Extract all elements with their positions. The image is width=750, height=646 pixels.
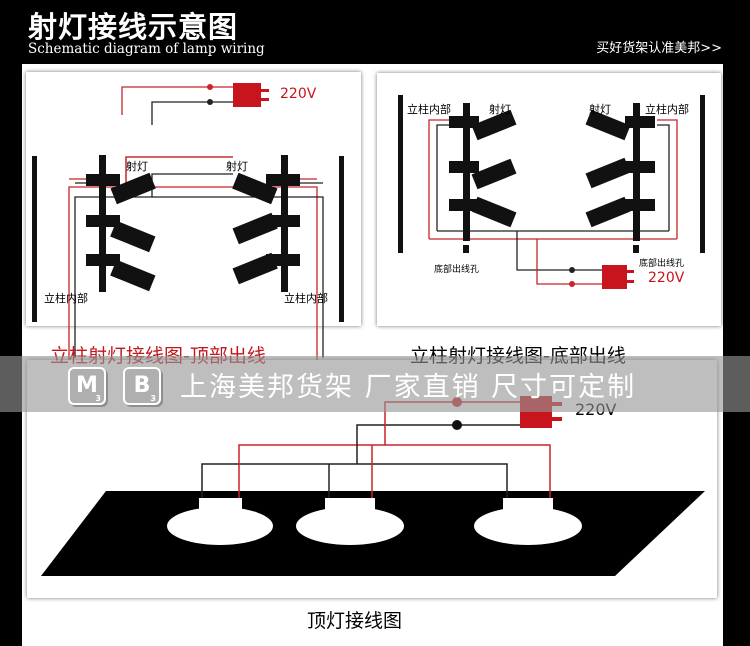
plug-prong xyxy=(627,280,634,283)
black-wire xyxy=(201,463,508,500)
power-plug xyxy=(602,265,627,289)
bottom-exit-diagram: 立柱内部 射灯 射灯 立柱内部 底部出线孔 底部出线孔 220V xyxy=(377,73,721,326)
lamp-head xyxy=(585,157,631,189)
lamp-mount xyxy=(449,116,479,128)
black-wire xyxy=(152,196,324,358)
lamp-head xyxy=(232,252,278,285)
lamp-mount xyxy=(449,161,479,173)
voltage-label: 220V xyxy=(280,86,317,102)
banner-text: 上海美邦货架 厂家直销 尺寸可定制 xyxy=(180,372,637,403)
lamp-mount xyxy=(266,174,300,186)
lamp-head xyxy=(110,172,156,205)
logo-letter: M xyxy=(76,373,98,398)
top-exit-wiring xyxy=(32,83,344,364)
wire-hole xyxy=(633,245,639,253)
black-wire xyxy=(436,124,449,231)
black-wire xyxy=(151,101,233,125)
black-wire xyxy=(516,231,602,271)
plug-prong xyxy=(627,270,634,273)
logo-subscript: 3 xyxy=(150,394,156,403)
ceiling-light xyxy=(296,498,404,545)
caption-ceiling-light: 顶灯接线图 xyxy=(307,610,403,632)
junction-dot xyxy=(569,267,575,273)
page-title: 射灯接线示意图 xyxy=(28,10,239,44)
lamp-mount xyxy=(449,199,479,211)
shop-link[interactable]: 买好货架认准美邦>> xyxy=(596,41,722,56)
lamp-mount xyxy=(625,116,655,128)
plug-prong xyxy=(261,98,269,101)
column-label: 立柱内部 xyxy=(645,103,689,116)
lamp-head xyxy=(471,196,517,228)
red-wire xyxy=(121,86,233,115)
lamp-mount xyxy=(625,199,655,211)
lamp-head xyxy=(110,220,156,253)
ceiling-light xyxy=(167,498,273,545)
column-left xyxy=(32,156,37,322)
brand-banner: M 3 B 3 上海美邦货架 厂家直销 尺寸可定制 xyxy=(0,356,750,412)
plug-prong xyxy=(261,89,269,92)
lamp-head xyxy=(585,196,631,228)
wire-hole xyxy=(463,245,469,253)
lamp-mount xyxy=(86,215,120,227)
red-wire xyxy=(657,119,678,239)
black-wire xyxy=(356,424,520,464)
ceiling-light-diagram: 220V xyxy=(27,360,717,598)
ceiling-light-wiring xyxy=(41,396,705,576)
lamp-label: 射灯 xyxy=(489,103,511,116)
lamp-mount xyxy=(625,161,655,173)
lamp-head xyxy=(585,109,631,141)
hole-label: 底部出线孔 xyxy=(639,259,685,269)
lamp-mount xyxy=(86,174,120,186)
column-right xyxy=(700,95,705,253)
column-label: 立柱内部 xyxy=(284,292,328,305)
page-subtitle: Schematic diagram of lamp wiring xyxy=(28,41,265,57)
junction-dot xyxy=(569,281,575,287)
lamp-head xyxy=(232,212,278,245)
lamp-head xyxy=(471,109,517,141)
logo-subscript: 3 xyxy=(95,394,101,403)
logo-m-icon: M 3 xyxy=(68,367,106,405)
column-right xyxy=(339,156,344,322)
lamp-head xyxy=(471,158,517,190)
lamp-head xyxy=(110,259,156,292)
logo-b-icon: B 3 xyxy=(123,367,161,405)
lamp-label: 射灯 xyxy=(589,103,611,116)
lamp-head xyxy=(232,172,278,205)
voltage-label: 220V xyxy=(648,270,685,286)
lamp-label: 射灯 xyxy=(226,160,248,173)
lamp-label: 射灯 xyxy=(126,160,148,173)
red-wire xyxy=(238,444,551,500)
bottom-exit-wiring xyxy=(398,95,705,289)
black-wire xyxy=(657,124,670,231)
column-label: 立柱内部 xyxy=(44,292,88,305)
hole-label: 底部出线孔 xyxy=(434,265,480,275)
lamp-mount xyxy=(86,254,120,266)
column-label: 立柱内部 xyxy=(407,103,451,116)
junction-dot xyxy=(452,420,462,430)
page-header: 射灯接线示意图 Schematic diagram of lamp wiring… xyxy=(0,0,750,64)
power-plug xyxy=(233,83,261,107)
red-wire xyxy=(428,119,449,239)
logo-letter: B xyxy=(133,373,151,398)
top-exit-diagram: 220V 射灯 射灯 立柱内部 立柱内部 xyxy=(26,72,361,364)
column-left xyxy=(398,95,403,253)
ceiling-light xyxy=(474,498,582,545)
plug-prong xyxy=(552,417,562,421)
red-wire xyxy=(536,239,602,285)
